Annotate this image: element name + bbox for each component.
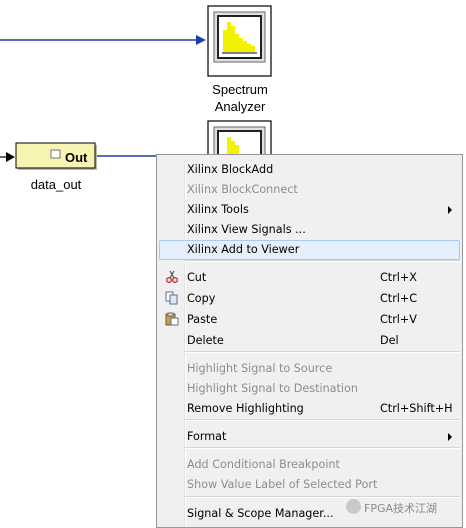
menu-item-label: Xilinx BlockAdd bbox=[187, 163, 274, 176]
menu-item-label: Highlight Signal to Destination bbox=[187, 382, 358, 395]
menu-item-label: Xilinx BlockConnect bbox=[187, 183, 298, 196]
submenu-arrow-icon bbox=[448, 206, 452, 214]
menu-item-add-conditional-breakpoint: Add Conditional Breakpoint bbox=[159, 455, 460, 475]
menu-item-shortcut: Ctrl+X bbox=[380, 271, 417, 284]
menu-item-label: Remove Highlighting bbox=[187, 402, 304, 415]
spectrum-analyzer-block[interactable] bbox=[207, 5, 272, 77]
menu-item-label: Signal & Scope Manager... bbox=[187, 507, 334, 520]
menu-item-signal-scope-manager[interactable]: Signal & Scope Manager... bbox=[159, 504, 460, 524]
menu-item-label: Xilinx Tools bbox=[187, 203, 249, 216]
menu-item-shortcut: Ctrl+V bbox=[380, 313, 417, 326]
menu-item-show-value-label-of-selected-port: Show Value Label of Selected Port bbox=[159, 475, 460, 495]
menu-item-delete[interactable]: Delete Del bbox=[159, 331, 460, 351]
scissors-icon bbox=[165, 270, 179, 284]
out-block-label: data_out bbox=[30, 177, 82, 192]
out-block[interactable]: Out bbox=[15, 142, 97, 170]
menu-separator bbox=[185, 447, 460, 449]
menu-item-label: Delete bbox=[187, 334, 224, 347]
menu-item-shortcut: Ctrl+Shift+H bbox=[380, 402, 453, 415]
menu-item-xilinx-blockadd[interactable]: Xilinx BlockAdd bbox=[159, 160, 460, 180]
copy-icon bbox=[165, 291, 179, 305]
menu-item-label: Cut bbox=[187, 271, 207, 284]
menu-item-paste[interactable]: Paste Ctrl+V bbox=[159, 310, 460, 330]
menu-item-xilinx-blockconnect: Xilinx BlockConnect bbox=[159, 180, 460, 200]
menu-item-cut[interactable]: Cut Ctrl+X bbox=[159, 268, 460, 288]
menu-item-highlight-signal-to-destination: Highlight Signal to Destination bbox=[159, 379, 460, 399]
menu-item-label: Highlight Signal to Source bbox=[187, 362, 333, 375]
menu-item-xilinx-add-to-viewer[interactable]: Xilinx Add to Viewer bbox=[159, 240, 460, 260]
menu-separator bbox=[185, 419, 460, 421]
menu-item-highlight-signal-to-source: Highlight Signal to Source bbox=[159, 359, 460, 379]
spectrum-analyzer-label: Spectrum Analyzer bbox=[212, 82, 268, 114]
menu-item-label: Xilinx Add to Viewer bbox=[187, 243, 300, 256]
paste-icon bbox=[165, 312, 179, 326]
menu-gutter bbox=[184, 157, 186, 525]
menu-item-label: Paste bbox=[187, 313, 218, 326]
arrowhead-in bbox=[6, 152, 15, 162]
menu-item-xilinx-view-signals[interactable]: Xilinx View Signals ... bbox=[159, 220, 460, 240]
menu-separator bbox=[185, 496, 460, 498]
menu-item-label: Add Conditional Breakpoint bbox=[187, 458, 340, 471]
menu-item-xilinx-tools[interactable]: Xilinx Tools bbox=[159, 200, 460, 220]
menu-item-label: Xilinx View Signals ... bbox=[187, 223, 306, 236]
menu-item-label: Show Value Label of Selected Port bbox=[187, 478, 378, 491]
menu-item-copy[interactable]: Copy Ctrl+C bbox=[159, 289, 460, 309]
watermark-icon bbox=[346, 499, 361, 514]
menu-item-shortcut: Ctrl+C bbox=[380, 292, 418, 305]
menu-item-label: Copy bbox=[187, 292, 216, 305]
menu-item-format[interactable]: Format bbox=[159, 427, 460, 447]
watermark-text: FPGA技术江湖 bbox=[364, 502, 438, 515]
menu-item-label: Format bbox=[187, 430, 227, 443]
menu-item-shortcut: Del bbox=[380, 334, 399, 347]
arrowhead-top bbox=[196, 35, 206, 45]
submenu-arrow-icon bbox=[448, 433, 452, 441]
menu-separator bbox=[185, 351, 460, 353]
menu-separator bbox=[185, 260, 460, 262]
menu-item-remove-highlighting[interactable]: Remove Highlighting Ctrl+Shift+H bbox=[159, 399, 460, 419]
out-block-text: Out bbox=[65, 150, 88, 165]
